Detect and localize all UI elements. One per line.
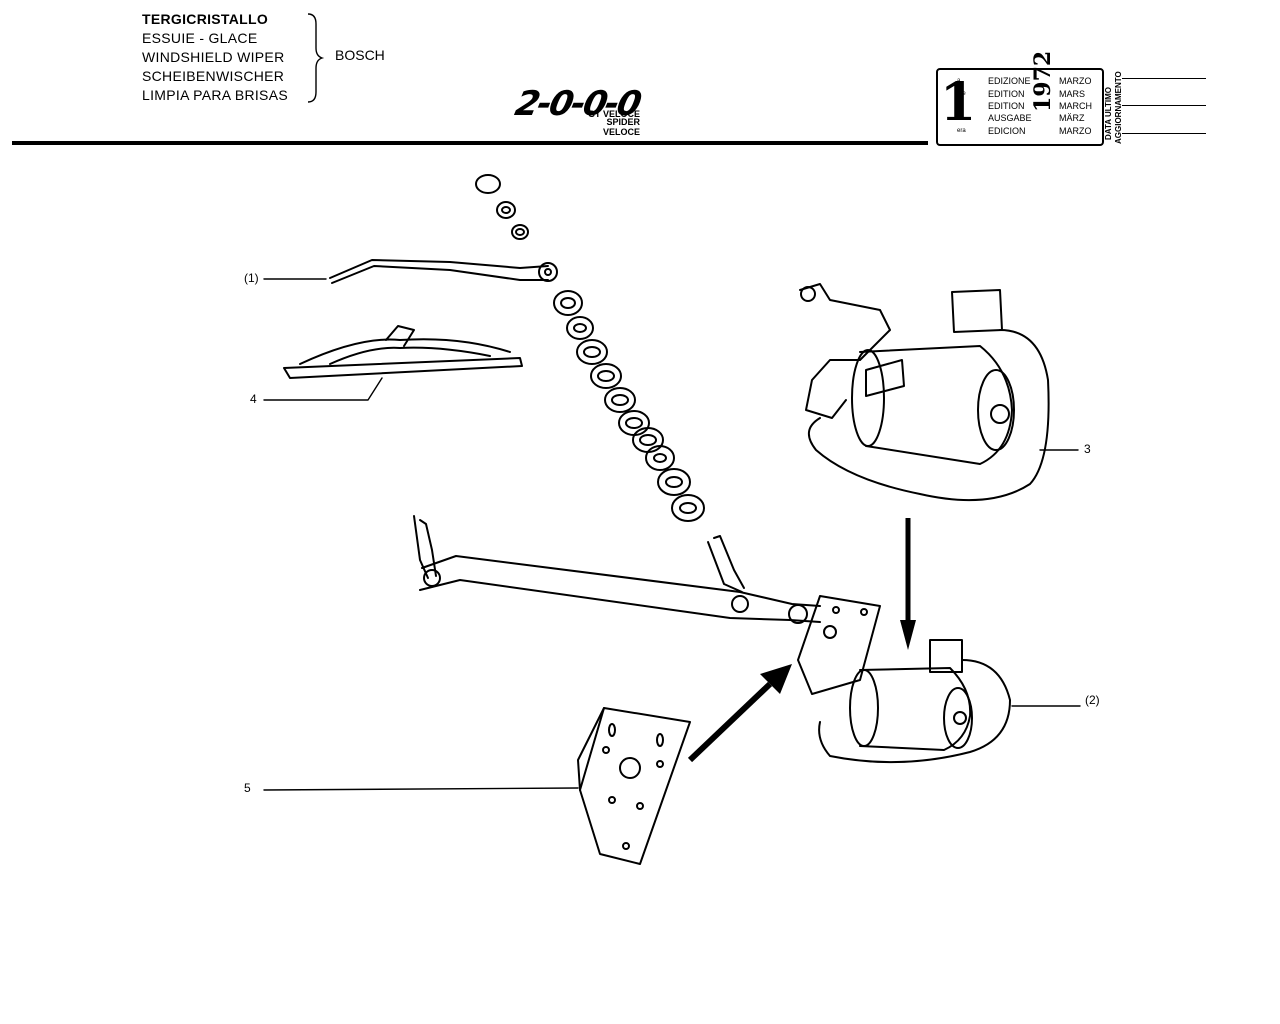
edition-suffix: st [957, 103, 962, 109]
edition-month: MÄRZ [1059, 113, 1085, 123]
linkage-assembly [413, 515, 821, 624]
motor-bracket [797, 595, 881, 695]
callout-2: (2) [1085, 693, 1100, 707]
callout-4: 4 [250, 392, 257, 406]
fastener-stack [475, 174, 705, 522]
header-rule [12, 141, 928, 145]
mounting-plate [577, 707, 691, 865]
edition-label: AUSGABE [988, 113, 1032, 123]
edition-suffix: ère [957, 91, 966, 97]
leader-line-4 [263, 377, 383, 401]
edition-suffix: . [957, 115, 959, 121]
edition-label: EDITION [988, 101, 1025, 111]
edition-label: EDICION [988, 126, 1026, 136]
model-spider-veloce: SPIDER VELOCE [602, 117, 640, 137]
edition-box [936, 68, 1104, 146]
callout-3: 3 [1084, 442, 1091, 456]
arrow-diagonal [687, 664, 792, 763]
motor-exploded [799, 283, 1050, 502]
edition-label: EDIZIONE [988, 76, 1031, 86]
title-es: LIMPIA PARA BRISAS [142, 87, 288, 103]
edition-month: MARS [1059, 89, 1086, 99]
title-it: TERGICRISTALLO [142, 11, 269, 27]
arrow-down [900, 518, 916, 650]
wiper-blade [283, 325, 523, 379]
edition-number: 1 [940, 72, 977, 133]
edition-month: MARZO [1059, 126, 1092, 136]
motor-assembled [818, 639, 1011, 764]
update-line [1122, 133, 1206, 134]
edition-suffix: a [957, 78, 961, 84]
update-line [1122, 105, 1206, 106]
title-fr: ESSUIE - GLACE [142, 30, 258, 46]
edition-month: MARZO [1059, 76, 1092, 86]
update-line [1122, 78, 1206, 79]
edition-month: MARCH [1059, 101, 1092, 111]
model-gt-veloce: GT VELOCE [587, 109, 640, 119]
title-de: SCHEIBENWISCHER [142, 68, 285, 84]
title-en: WINDSHIELD WIPER [142, 49, 285, 65]
callout-5: 5 [244, 781, 251, 795]
wiper-arm [329, 259, 558, 284]
brand-label: BOSCH [335, 47, 385, 63]
edition-suffix: era [957, 128, 966, 134]
brace-icon [307, 13, 325, 103]
edition-label: EDITION [988, 89, 1025, 99]
leader-line-5 [263, 787, 579, 791]
callout-1: (1) [244, 271, 259, 285]
